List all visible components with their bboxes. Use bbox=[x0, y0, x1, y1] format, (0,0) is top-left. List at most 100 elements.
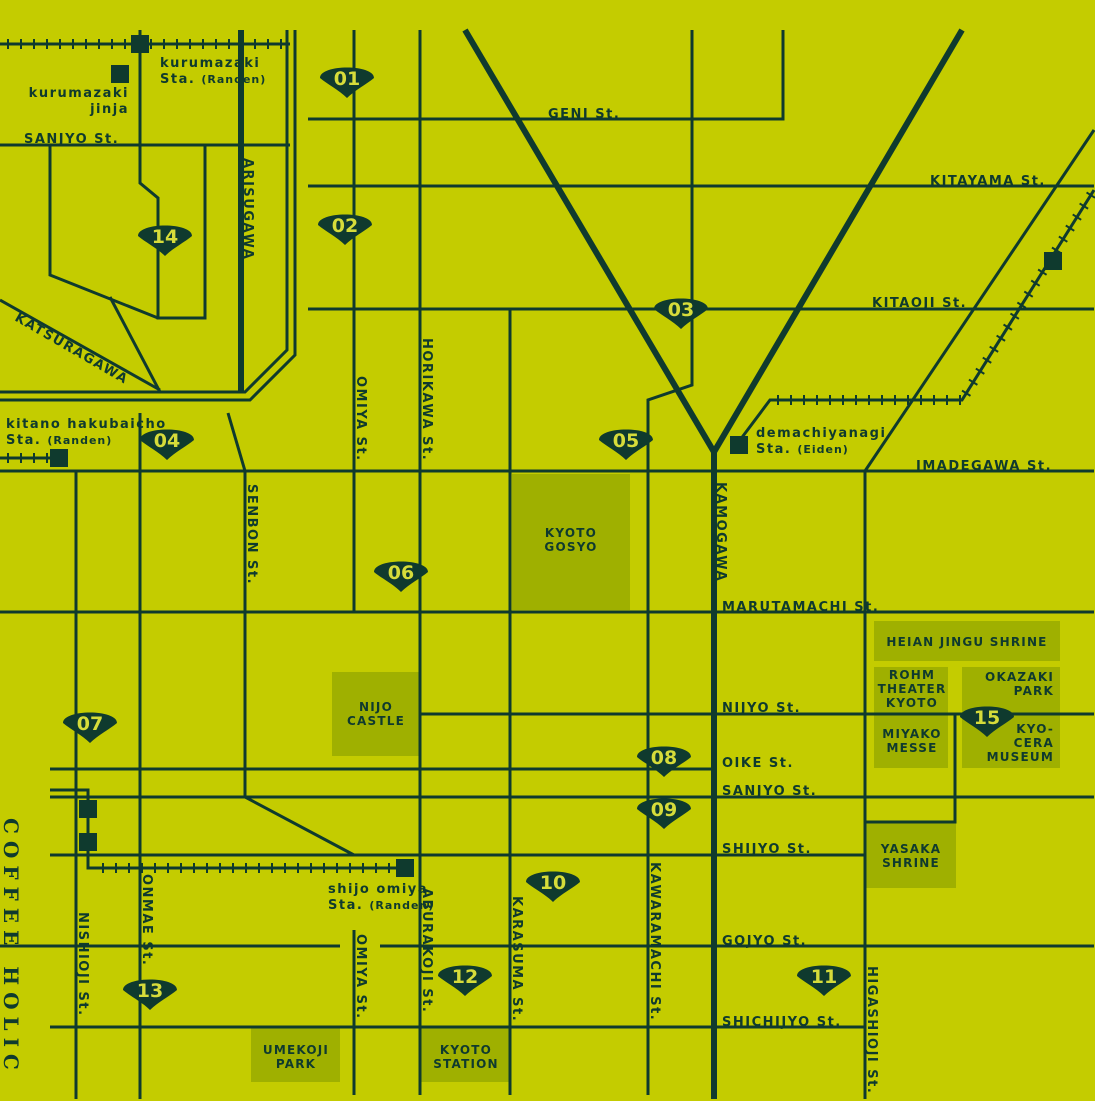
svg-text:02: 02 bbox=[332, 215, 358, 237]
roads bbox=[0, 28, 1095, 1099]
street-kitayama: KITAYAMA St. bbox=[930, 174, 1046, 189]
landmark-labels: KYOTO GOSYO NIJO CASTLE UMEKOJI PARK KYO… bbox=[263, 526, 1054, 1071]
svg-text:OKAZAKI: OKAZAKI bbox=[985, 670, 1054, 684]
station-labels: kurumazaki Sta. (Randen) kitano hakubaic… bbox=[6, 56, 885, 913]
street-marutamachi: MARUTAMACHI St. bbox=[722, 600, 879, 615]
rail-tick bbox=[975, 367, 985, 375]
svg-text:04: 04 bbox=[154, 430, 180, 452]
shop-marker-08[interactable]: 08 bbox=[637, 746, 691, 778]
shop-marker-13[interactable]: 13 bbox=[123, 979, 177, 1011]
street-geni: GENI St. bbox=[548, 107, 620, 122]
svg-text:09: 09 bbox=[651, 799, 677, 821]
rail-tick bbox=[1009, 312, 1020, 320]
svg-text:THEATER: THEATER bbox=[878, 682, 947, 696]
svg-text:MIYAKO: MIYAKO bbox=[882, 727, 941, 741]
svg-text:15: 15 bbox=[974, 707, 1000, 729]
street-shijyo: SHIJYO St. bbox=[722, 842, 812, 857]
svg-text:07: 07 bbox=[77, 713, 103, 735]
street-kitaoji: KITAOJI St. bbox=[872, 296, 967, 311]
shop-marker-02[interactable]: 02 bbox=[318, 214, 372, 246]
rail-tick bbox=[982, 356, 992, 364]
svg-text:KYO-: KYO- bbox=[1016, 722, 1054, 736]
svg-text:Sta. (Randen): Sta. (Randen) bbox=[6, 433, 112, 448]
shop-marker-11[interactable]: 11 bbox=[797, 965, 851, 997]
shop-marker-05[interactable]: 05 bbox=[599, 429, 653, 461]
street-horikawa: HORIKAWA St. bbox=[419, 338, 434, 461]
rail-tick bbox=[1058, 235, 1068, 243]
svg-text:10: 10 bbox=[540, 872, 566, 894]
svg-text:HEIAN JINGU SHRINE: HEIAN JINGU SHRINE bbox=[886, 635, 1047, 649]
svg-text:MESSE: MESSE bbox=[886, 741, 937, 755]
rail-tick bbox=[1051, 246, 1061, 254]
street-nijyo: NIJYO St. bbox=[722, 701, 801, 716]
street-senbon: SENBON St. bbox=[244, 484, 259, 585]
shop-marker-10[interactable]: 10 bbox=[526, 871, 580, 903]
street-arisugawa: ARISUGAWA bbox=[240, 158, 255, 260]
svg-text:14: 14 bbox=[152, 226, 178, 248]
street-onmae: ONMAE St. bbox=[139, 874, 154, 966]
svg-text:Sta. (Randen): Sta. (Randen) bbox=[328, 898, 434, 913]
svg-text:PARK: PARK bbox=[276, 1057, 316, 1071]
shop-marker-12[interactable]: 12 bbox=[438, 965, 492, 997]
shop-markers: 01 02 03 04 05 06 07 08 09 10 11 12 13 1… bbox=[63, 67, 1014, 1011]
street-aburakoji: ABURAKOJI St. bbox=[419, 888, 434, 1013]
street-omiya-south: OMIYA St. bbox=[353, 934, 368, 1020]
shop-marker-06[interactable]: 06 bbox=[374, 561, 428, 593]
street-karasuma: KARASUMA St. bbox=[509, 896, 524, 1022]
landmark-blocks bbox=[251, 474, 1060, 1082]
svg-text:kurumazaki: kurumazaki bbox=[29, 86, 129, 101]
shop-marker-07[interactable]: 07 bbox=[63, 712, 117, 744]
svg-text:08: 08 bbox=[651, 747, 677, 769]
svg-text:KYOTO: KYOTO bbox=[440, 1043, 492, 1057]
svg-text:SHRINE: SHRINE bbox=[882, 856, 940, 870]
svg-text:Sta. (Eiden): Sta. (Eiden) bbox=[756, 442, 849, 457]
svg-text:01: 01 bbox=[334, 68, 360, 90]
rail-tick bbox=[1079, 202, 1089, 210]
svg-text:11: 11 bbox=[811, 966, 837, 988]
rail-tick bbox=[996, 334, 1006, 342]
street-kamogawa: KAMOGAWA bbox=[713, 482, 728, 582]
svg-text:KYOTO: KYOTO bbox=[545, 526, 597, 540]
svg-text:Sta. (Randen): Sta. (Randen) bbox=[160, 72, 266, 87]
street-higashioji: HIGASHIOJI St. bbox=[864, 966, 879, 1094]
rail-tick bbox=[1065, 224, 1075, 232]
svg-text:YASAKA: YASAKA bbox=[880, 842, 942, 856]
street-sanjyo-nw: SANJYO St. bbox=[24, 132, 119, 147]
svg-text:05: 05 bbox=[613, 430, 639, 452]
shop-marker-14[interactable]: 14 bbox=[138, 225, 192, 257]
svg-text:STATION: STATION bbox=[433, 1057, 499, 1071]
street-shichijyo: SHICHIJYO St. bbox=[722, 1015, 842, 1030]
svg-text:NIJO: NIJO bbox=[359, 700, 393, 714]
svg-text:12: 12 bbox=[452, 966, 478, 988]
rail-tick bbox=[1030, 279, 1041, 287]
street-kawaramachi: KAWARAMACHI St. bbox=[647, 862, 662, 1021]
svg-text:GOSYO: GOSYO bbox=[544, 540, 597, 554]
rail-tick bbox=[989, 345, 999, 353]
rail-tick bbox=[1072, 213, 1082, 221]
shop-marker-09[interactable]: 09 bbox=[637, 798, 691, 830]
rail-tick bbox=[1023, 290, 1034, 298]
station-markers bbox=[50, 35, 1062, 877]
shop-marker-01[interactable]: 01 bbox=[320, 67, 374, 99]
shop-marker-04[interactable]: 04 bbox=[140, 429, 194, 461]
svg-text:UMEKOJI: UMEKOJI bbox=[263, 1043, 329, 1057]
brand-logo: COFFEE HOLIC bbox=[0, 818, 23, 1077]
shop-marker-15[interactable]: 15 bbox=[960, 706, 1014, 738]
rail-tick bbox=[1086, 191, 1095, 199]
svg-text:ROHM: ROHM bbox=[889, 668, 935, 682]
rail-tick bbox=[1016, 301, 1027, 309]
street-imadegawa: IMADEGAWA St. bbox=[916, 459, 1052, 474]
svg-text:06: 06 bbox=[388, 562, 414, 584]
svg-text:kurumazaki: kurumazaki bbox=[160, 56, 260, 71]
svg-text:shijo omiya: shijo omiya bbox=[328, 882, 428, 897]
svg-text:KYOTO: KYOTO bbox=[886, 696, 938, 710]
shop-marker-03[interactable]: 03 bbox=[654, 298, 708, 330]
rail-tick bbox=[968, 378, 978, 386]
street-nishioji: NISHIOJI St. bbox=[75, 912, 90, 1017]
svg-text:MUSEUM: MUSEUM bbox=[987, 750, 1054, 764]
svg-text:PARK: PARK bbox=[1014, 684, 1054, 698]
svg-text:CASTLE: CASTLE bbox=[347, 714, 405, 728]
svg-text:jinja: jinja bbox=[89, 102, 129, 117]
rail-tick bbox=[1003, 323, 1013, 331]
